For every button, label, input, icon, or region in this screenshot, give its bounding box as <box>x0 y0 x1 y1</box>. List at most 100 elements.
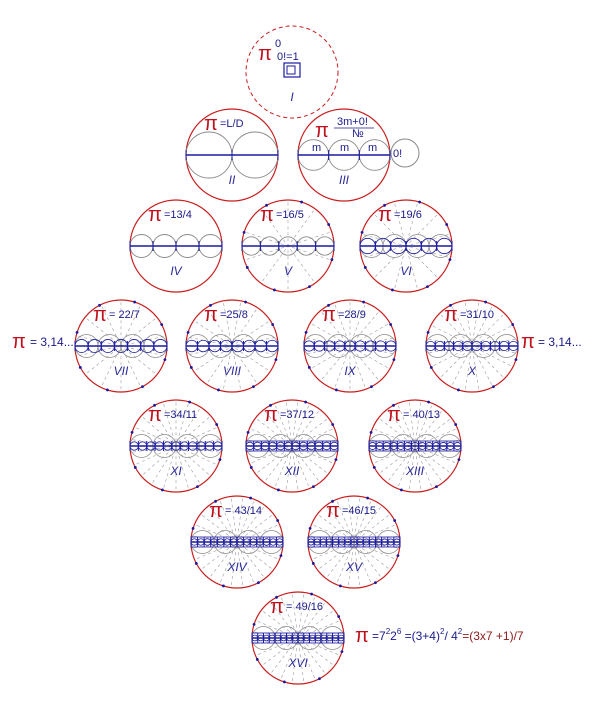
stage-13-formula: = 40/13 <box>403 409 440 421</box>
stage-9-pi: π <box>322 304 336 326</box>
circumference-marker <box>318 677 321 681</box>
stage-8-numeral: VIII <box>223 364 242 378</box>
circumference-marker <box>426 331 430 334</box>
circumference-marker <box>331 423 335 426</box>
circumference-marker <box>445 223 449 226</box>
circumference-marker <box>160 323 164 326</box>
stage-15-pi: π <box>326 500 340 522</box>
circumference-marker <box>337 615 341 618</box>
circumference-marker <box>363 266 367 269</box>
circumference-marker <box>300 200 303 204</box>
stage-9-formula: =28/9 <box>338 309 366 321</box>
circumference-marker <box>400 488 403 492</box>
bottom-rest-c: =(3x7 +1)/7 <box>462 629 524 643</box>
stage-3-labels: π 3m+0! № m m m 0! <box>312 116 420 168</box>
side-formula-right: π = 3,14... <box>521 331 582 353</box>
stage-5-formula: =16/5 <box>276 209 304 221</box>
circumference-marker <box>334 458 338 461</box>
circumference-marker <box>244 300 247 304</box>
circumference-marker <box>217 388 220 392</box>
circumference-marker <box>308 285 311 289</box>
bottom-mid: 2 <box>390 629 397 643</box>
stage-3-extra-label: 0! <box>393 148 402 160</box>
circumference-marker <box>106 388 109 392</box>
circumference-marker <box>242 231 246 234</box>
stage-3: III <box>297 108 391 202</box>
bottom-formula-text: =7226 =(3+4)2/ 42=(3x7 +1)/7 <box>372 627 524 643</box>
stage-3-extra-circle <box>390 138 420 168</box>
stage-1-square <box>283 62 301 78</box>
stage-10-pi: π <box>444 304 458 326</box>
stage-4: π=13/4IV <box>129 199 223 293</box>
circumference-marker <box>327 223 331 226</box>
stage-1: π 0 0!=1 I <box>245 25 339 119</box>
stage-1-numeral: I <box>290 90 294 104</box>
circumference-marker <box>245 266 249 269</box>
stage-11-pi: π <box>148 404 162 426</box>
bottom-exp4: 2 <box>458 627 463 636</box>
diameter-band <box>245 440 339 452</box>
stage-14-pi: π <box>209 500 223 522</box>
stage-7-formula: = 22/7 <box>109 309 140 321</box>
circumference-marker <box>252 385 255 389</box>
stage-16-numeral: XVI <box>287 656 308 670</box>
circumference-marker <box>511 323 515 326</box>
circumference-marker <box>454 423 458 426</box>
stage-3-numeral: III <box>339 173 350 187</box>
stage-15-formula: =46/15 <box>342 505 376 517</box>
circumference-marker <box>189 366 193 369</box>
circumference-marker <box>161 488 164 492</box>
circumference-marker <box>249 466 253 469</box>
circumference-marker <box>214 499 217 503</box>
circumference-marker <box>275 595 278 599</box>
stage-10: π=31/10X <box>425 299 519 393</box>
diameter-band <box>307 536 401 548</box>
circumference-marker <box>372 466 376 469</box>
bottom-exp2: 6 <box>397 627 402 636</box>
circumference-marker <box>370 385 373 389</box>
circumference-marker <box>457 458 461 461</box>
circumference-marker <box>360 231 364 234</box>
circumference-marker <box>265 203 268 207</box>
circumference-marker <box>308 527 312 530</box>
circumference-marker <box>163 358 167 361</box>
circumference-marker <box>366 496 369 500</box>
circumference-marker <box>274 358 278 361</box>
stage-3-pi: π <box>315 120 329 142</box>
circumference-marker <box>215 423 219 426</box>
stage-1-outer-circle <box>245 25 339 119</box>
circumference-marker <box>330 258 334 261</box>
circumference-marker <box>246 431 250 434</box>
side-left-pi: π <box>12 331 26 353</box>
stage-2-formula: =L/D <box>220 118 244 130</box>
circumference-marker <box>133 300 136 304</box>
circumference-marker <box>307 366 311 369</box>
circumference-marker <box>252 623 256 626</box>
side-left-value: = 3,14... <box>30 335 74 349</box>
circumference-marker <box>249 496 252 500</box>
stage-4-formula: =13/4 <box>164 209 192 221</box>
stage-13-pi: π <box>387 404 401 426</box>
diameter-band <box>190 536 284 548</box>
bottom-rest-a: =(3+4) <box>401 629 440 643</box>
circumference-marker <box>392 358 396 361</box>
bottom-exp1: 2 <box>386 627 391 636</box>
bottom-pi: π <box>355 625 369 647</box>
circumference-marker <box>277 488 280 492</box>
circumference-marker <box>392 403 395 407</box>
stage-2-pi: π <box>204 113 218 135</box>
circumference-marker <box>312 485 315 489</box>
circumference-marker <box>448 258 452 261</box>
circumference-marker <box>283 680 286 684</box>
stage-5-numeral: V <box>284 264 293 278</box>
circumference-marker <box>255 658 259 661</box>
circumference-marker <box>186 331 190 334</box>
stage-10-formula: =31/10 <box>460 309 494 321</box>
circumference-marker <box>374 581 377 585</box>
circumference-marker <box>383 203 386 207</box>
circumference-marker <box>194 562 198 565</box>
stage-6-formula: =19/6 <box>394 209 422 221</box>
stage-8-pi: π <box>204 304 218 326</box>
